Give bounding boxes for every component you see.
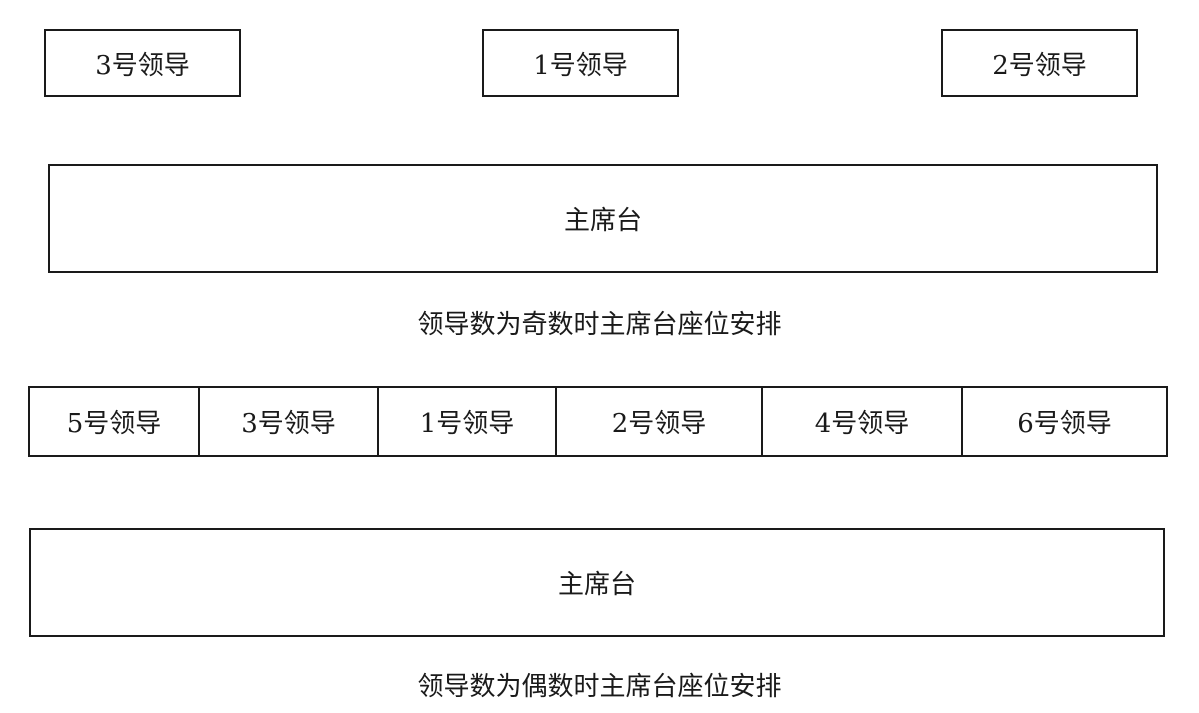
even-seat-leader-2: 2号领导 xyxy=(557,388,763,455)
even-caption: 领导数为偶数时主席台座位安排 xyxy=(417,672,782,702)
even-seat-row: 5号领导 3号领导 1号领导 2号领导 4号领导 6号领导 xyxy=(28,386,1168,457)
odd-seat-leader-1: 1号领导 xyxy=(482,29,679,97)
even-seat-leader-1: 1号领导 xyxy=(379,388,557,455)
even-seat-leader-4: 4号领导 xyxy=(763,388,963,455)
even-seat-leader-3: 3号领导 xyxy=(200,388,379,455)
odd-seat-leader-2: 2号领导 xyxy=(941,29,1138,97)
even-seat-leader-5: 5号领导 xyxy=(30,388,200,455)
even-podium: 主席台 xyxy=(29,528,1165,637)
even-seat-leader-6: 6号领导 xyxy=(1017,409,1112,439)
odd-seat-leader-3: 3号领导 xyxy=(44,29,241,97)
odd-caption: 领导数为奇数时主席台座位安排 xyxy=(417,310,782,340)
odd-podium: 主席台 xyxy=(48,164,1158,273)
